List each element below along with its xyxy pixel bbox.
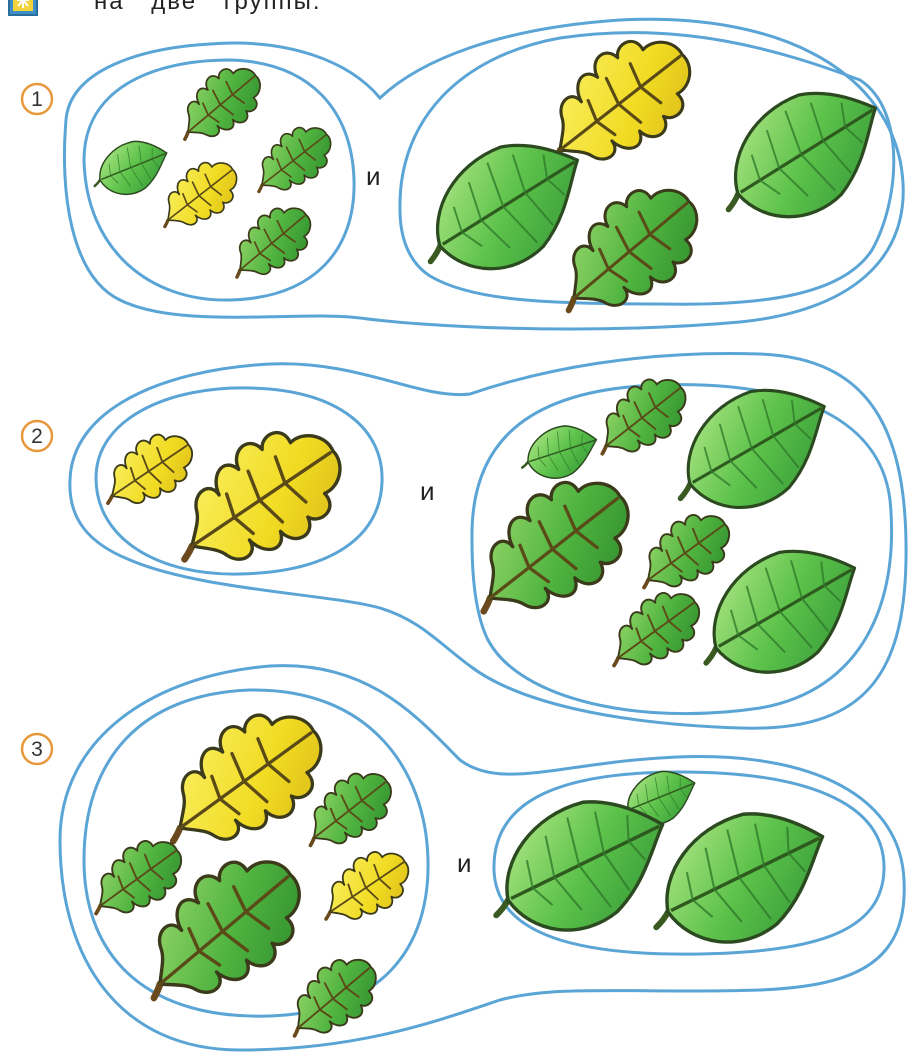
number-label: 3 [31,738,43,761]
number-badge-1: 1 [22,84,52,114]
oak-leaf-icon [308,838,421,940]
number-badge-3: 3 [22,734,52,764]
exercise-3: 3 и [22,666,904,1056]
conjunction-label: и [420,476,435,506]
oak-leaf-icon [594,577,713,687]
conjunction-label: и [366,161,381,191]
birch-leaf-icon [514,417,605,488]
oak-leaf-icon [89,420,205,525]
oak-leaf-icon [273,943,391,1056]
oak-leaf-icon [241,114,343,210]
number-label: 1 [31,88,43,111]
conjunction-label: и [457,848,472,878]
number-label: 2 [31,425,43,448]
oak-leaf-icon [164,54,273,158]
exercise-1: 1 и [22,15,906,342]
oak-leaf-icon [581,363,700,474]
exercise-2: 2 и [22,353,906,728]
number-badge-2: 2 [22,421,52,451]
birch-leaf-icon [84,131,176,206]
